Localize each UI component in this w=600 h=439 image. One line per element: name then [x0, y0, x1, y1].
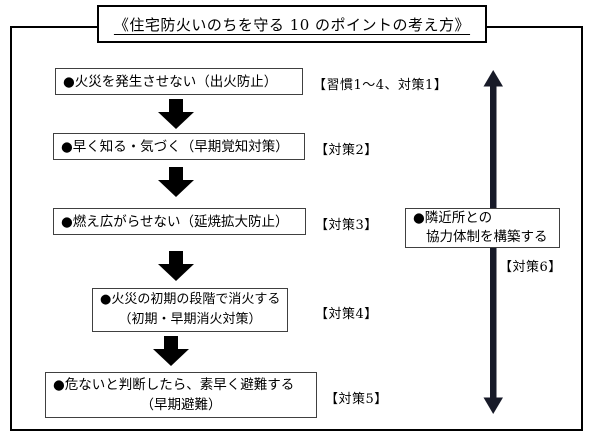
- step-2-box: ●早く知る・気づく（早期覚知対策）: [53, 133, 305, 160]
- diagram-title: 《住宅防火いのちを守る 10 のポイントの考え方》: [113, 15, 471, 34]
- step-5-text-line1: ●危ないと判断したら、素早く避難する: [53, 377, 295, 393]
- step-3-box: ●燃え広がらせない（延焼拡大防止）: [53, 208, 306, 235]
- down-block-arrow-icon: [158, 99, 194, 129]
- step-1-label: 【習慣1～4、対策1】: [313, 78, 448, 93]
- step-5-label: 【対策5】: [325, 392, 388, 407]
- neighbor-cooperation-box: ●隣近所との 協力体制を構築する: [405, 208, 560, 248]
- step-5-box: ●危ないと判断したら、素早く避難する （早期避難）: [45, 372, 317, 418]
- down-block-arrow-icon: [158, 251, 194, 281]
- diagram-title-box: 《住宅防火いのちを守る 10 のポイントの考え方》: [97, 5, 487, 43]
- neighbor-box-label: 【対策6】: [499, 260, 562, 275]
- step-1-box: ●火災を発生させない（出火防止）: [55, 68, 303, 95]
- step-4-text-line1: ●火災の初期の段階で消火する: [100, 292, 281, 307]
- neighbor-box-line2: 協力体制を構築する: [426, 229, 548, 245]
- step-2-text: ●早く知る・気づく（早期覚知対策）: [61, 138, 289, 155]
- step-3-label: 【対策3】: [315, 218, 378, 233]
- step-5-text-line2: （早期避難）: [140, 397, 222, 413]
- step-4-box: ●火災の初期の段階で消火する （初期・早期消火対策）: [92, 288, 288, 332]
- step-4-text-line2: （初期・早期消火対策）: [118, 312, 262, 327]
- down-block-arrow-icon: [158, 167, 194, 197]
- step-1-text: ●火災を発生させない（出火防止）: [63, 73, 278, 90]
- down-block-arrow-icon: [153, 336, 189, 366]
- step-2-label: 【対策2】: [315, 143, 378, 158]
- neighbor-box-line1: ●隣近所との: [413, 210, 493, 226]
- step-3-text: ●燃え広がらせない（延焼拡大防止）: [61, 213, 289, 230]
- step-4-label: 【対策4】: [315, 307, 378, 322]
